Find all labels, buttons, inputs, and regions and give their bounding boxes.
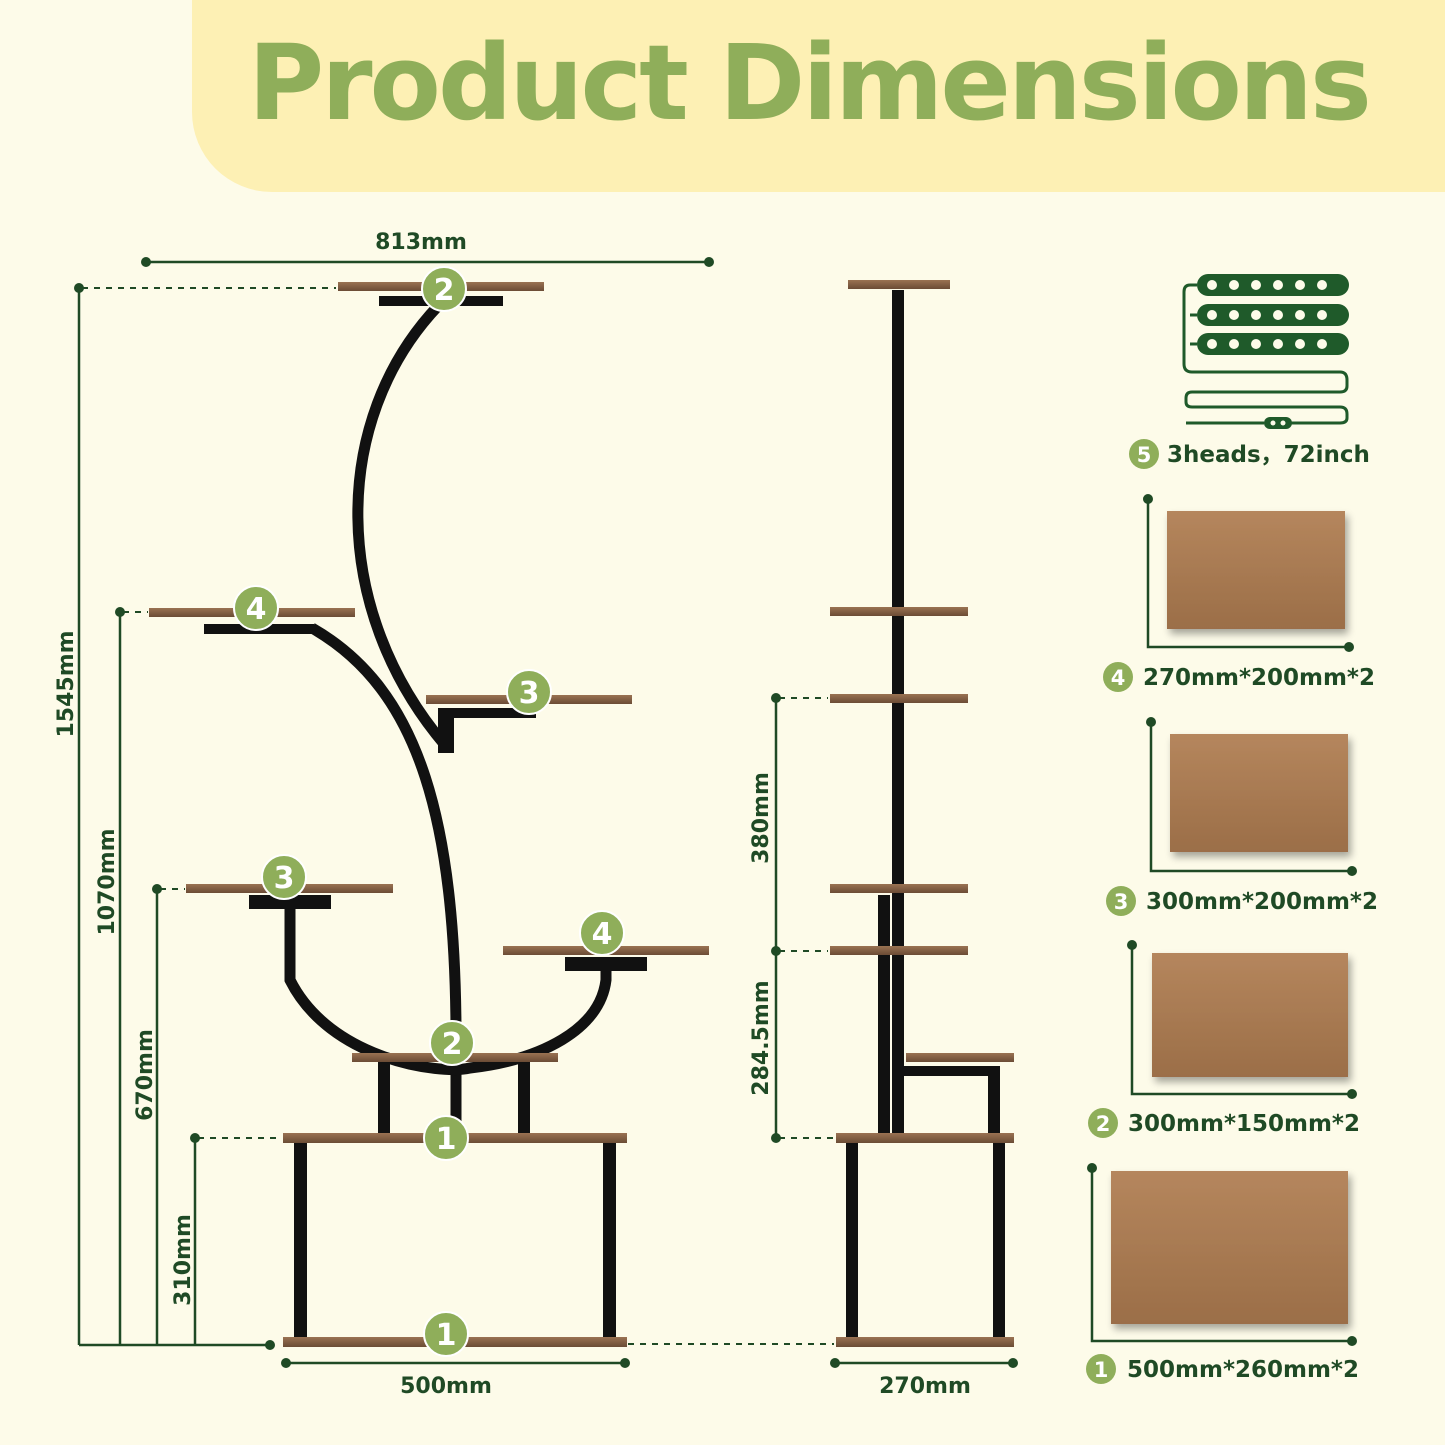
part-3: 3 300mm*200mm*2 [1106, 717, 1378, 916]
front-view [284, 302, 612, 1135]
label-670: 670mm [133, 1029, 158, 1121]
svg-text:2: 2 [1096, 1112, 1111, 1136]
side-shelf-5 [830, 946, 968, 955]
side-dimension-dots [771, 693, 1018, 1368]
part-1: 1 500mm*260mm*2 [1086, 1163, 1359, 1384]
front-dimension-lines [77, 260, 709, 1365]
leg-bottom-right [603, 1142, 616, 1338]
side-shelf-2 [830, 607, 968, 616]
svg-text:4: 4 [1111, 666, 1126, 690]
badge-right4: 4 [579, 910, 625, 956]
bracket-right4 [565, 957, 647, 971]
panel-2 [1152, 953, 1348, 1077]
svg-text:1: 1 [436, 1318, 457, 1353]
badge-top: 2 [421, 266, 467, 312]
badge-mid2: 2 [429, 1020, 475, 1066]
front-badges: 2 4 3 3 4 2 1 1 [233, 266, 625, 1357]
part-4: 4 270mm*200mm*2 [1103, 494, 1375, 692]
title-banner [192, 0, 1445, 192]
label-380: 380mm [749, 772, 774, 864]
part-5-label: 5 3heads，72inch [1129, 439, 1370, 469]
svg-text:500mm*260mm*2: 500mm*260mm*2 [1127, 1357, 1359, 1383]
side-pole-lower [878, 895, 890, 1138]
label-284-5: 284.5mm [749, 980, 774, 1095]
panel-4 [1167, 511, 1345, 629]
svg-text:1: 1 [436, 1122, 457, 1157]
side-shelf-4 [830, 884, 968, 893]
badge-left3: 3 [261, 854, 307, 900]
bracket-left3 [249, 895, 331, 909]
svg-text:1: 1 [1094, 1358, 1109, 1382]
front-arc-main [352, 302, 450, 749]
leg-upper-right [518, 1062, 530, 1134]
label-270: 270mm [879, 1374, 971, 1399]
side-shelf-tier1 [836, 1133, 1014, 1143]
front-arc-bowl [284, 905, 612, 1076]
label-310: 310mm [171, 1214, 196, 1306]
bracket-right3 [444, 708, 536, 718]
front-arc-long [309, 623, 462, 1061]
badge-right3: 3 [506, 669, 552, 715]
svg-text:3: 3 [1114, 890, 1129, 914]
svg-text:270mm*200mm*2: 270mm*200mm*2 [1143, 665, 1375, 691]
leg-upper-left [378, 1062, 390, 1134]
badge-base: 1 [423, 1311, 469, 1357]
side-shelf-6 [906, 1053, 1014, 1062]
side-shelf-base [836, 1337, 1014, 1347]
page-title: Product Dimensions [248, 22, 1372, 144]
svg-text:5: 5 [1137, 443, 1152, 467]
svg-text:3: 3 [519, 676, 540, 711]
side-leg-left [846, 1142, 858, 1338]
side-dimension-dashes [779, 697, 834, 1139]
svg-text:4: 4 [592, 917, 613, 952]
label-1545: 1545mm [54, 630, 79, 737]
svg-text:3heads，72inch: 3heads，72inch [1167, 442, 1370, 468]
panel-1 [1111, 1171, 1348, 1324]
svg-text:2: 2 [442, 1027, 463, 1062]
front-dimension-dots [74, 257, 714, 1368]
side-shelf-top [848, 280, 950, 289]
front-dimension-dashes [82, 287, 834, 1345]
led-strip-icon [1182, 274, 1349, 429]
svg-text:4: 4 [246, 592, 267, 627]
side-pole [892, 290, 904, 1138]
label-500: 500mm [400, 1374, 492, 1399]
label-813: 813mm [375, 230, 467, 255]
bracket-right3-drop [438, 708, 454, 753]
svg-text:2: 2 [434, 273, 455, 308]
side-shelf-3 [830, 694, 968, 703]
svg-text:300mm*200mm*2: 300mm*200mm*2 [1146, 889, 1378, 915]
svg-text:3: 3 [274, 861, 295, 896]
side-leg-right [993, 1142, 1005, 1338]
leg-bottom-left [294, 1142, 307, 1338]
side-view [830, 280, 1014, 1347]
badge-left4: 4 [233, 585, 279, 631]
panel-3 [1170, 734, 1348, 852]
label-1070: 1070mm [95, 828, 120, 935]
side-arm-leg [988, 1066, 1000, 1136]
part-2: 2 300mm*150mm*2 [1088, 940, 1360, 1138]
badge-tier1: 1 [423, 1115, 469, 1161]
side-dimension-lines [774, 698, 1013, 1365]
side-arm [892, 1066, 1000, 1076]
svg-text:300mm*150mm*2: 300mm*150mm*2 [1128, 1111, 1360, 1137]
